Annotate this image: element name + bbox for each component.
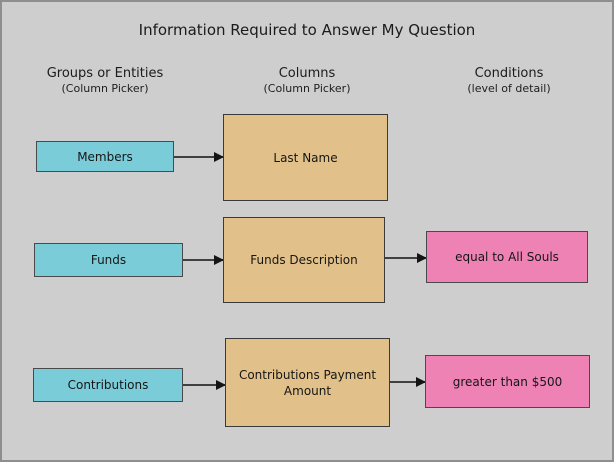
arrow-payment-to-condition [390,376,426,388]
column-header-label: Columns [278,66,336,81]
entity-box-funds: Funds [34,243,183,277]
condition-box-equal-to-all-souls: equal to All Souls [426,231,588,283]
column-box-contributions-payment-amount: Contributions Payment Amount [225,338,390,427]
column-header-groups-or-entities: Groups or Entities (Column Picker) [3,65,207,96]
entity-box-members: Members [36,141,174,172]
column-box-funds-description: Funds Description [223,217,385,303]
arrowhead-icon [417,253,427,263]
arrow-shaft [390,381,425,383]
arrow-shaft [183,384,225,386]
arrowhead-icon [214,255,224,265]
arrow-fundsdescription-to-condition [385,252,427,264]
column-header-sublabel: (Column Picker) [61,82,149,95]
arrow-shaft [385,257,426,259]
diagram-title: Information Required to Answer My Questi… [138,21,476,39]
column-box-last-name: Last Name [223,114,388,201]
column-header-label: Conditions [474,66,544,81]
arrow-contributions-to-payment [183,379,226,391]
column-header-sublabel: (level of detail) [467,82,551,95]
column-header-sublabel: (Column Picker) [263,82,351,95]
column-header-columns: Columns (Column Picker) [205,65,409,96]
arrow-shaft [183,259,223,261]
entity-box-contributions: Contributions [33,368,183,402]
condition-box-greater-than-500: greater than $500 [425,355,590,408]
arrowhead-icon [214,152,224,162]
arrow-shaft [174,156,223,158]
arrowhead-icon [416,377,426,387]
arrow-members-to-lastname [174,151,224,163]
arrowhead-icon [216,380,226,390]
column-header-label: Groups or Entities [46,66,164,81]
arrow-funds-to-fundsdescription [183,254,224,266]
column-header-conditions: Conditions (level of detail) [407,65,611,96]
